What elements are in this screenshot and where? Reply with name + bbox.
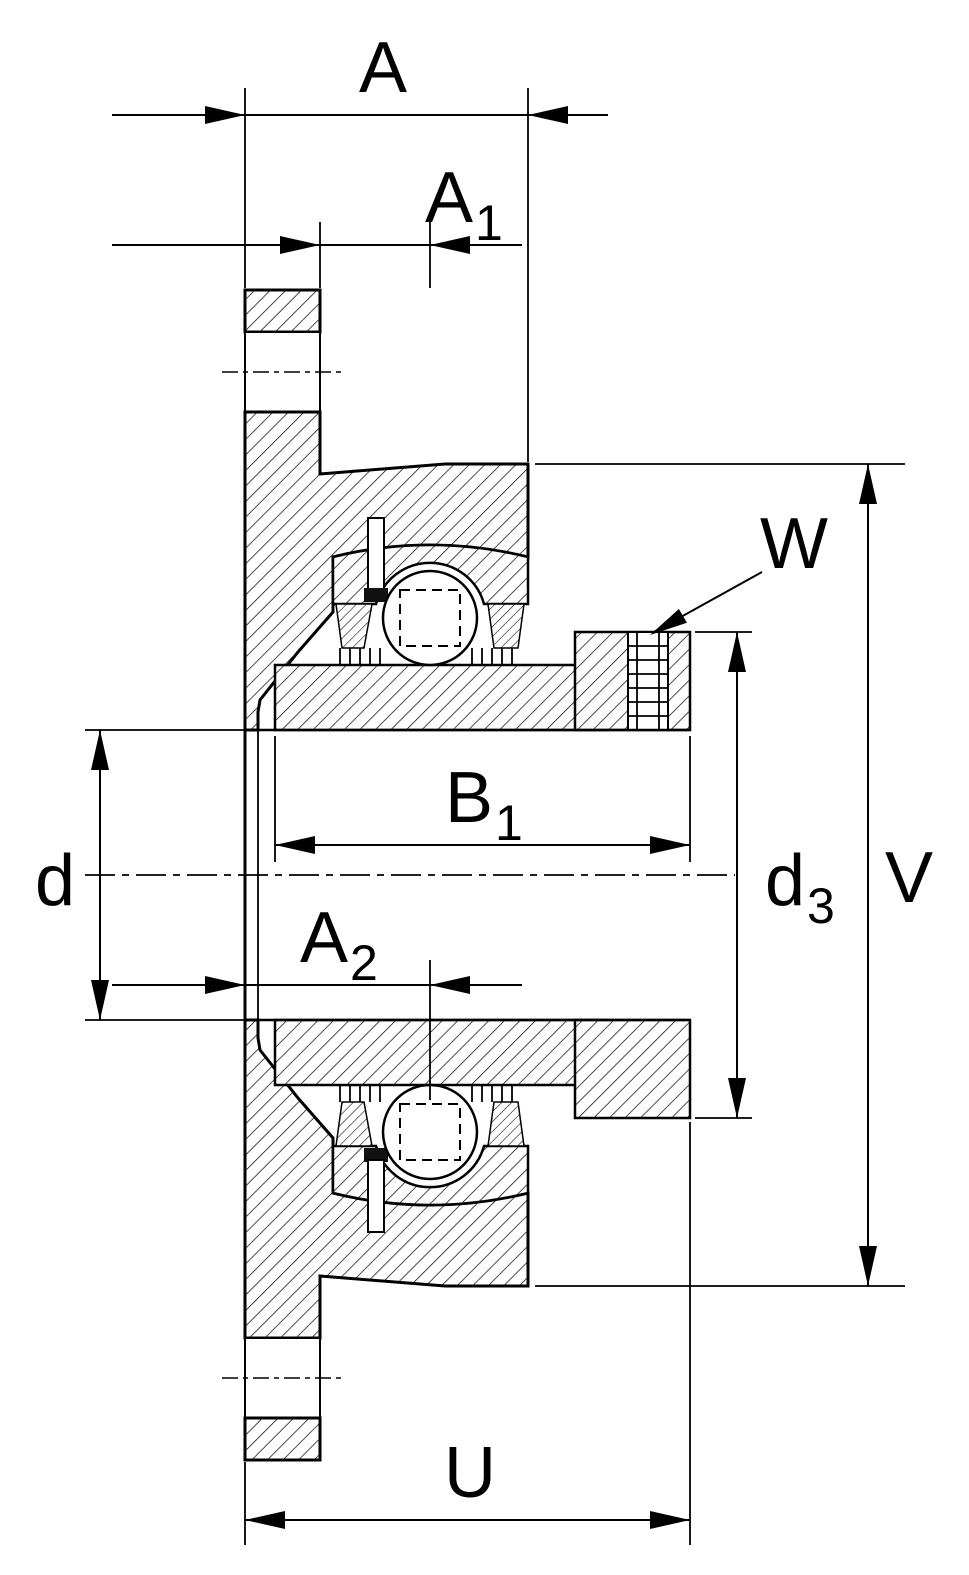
dimension-labels: A A1 A2 B1 d d3 V W U (35, 28, 933, 1513)
label-A2: A2 (300, 898, 378, 991)
arrowheads (91, 106, 877, 1529)
inner-ring-bottom (273, 1018, 607, 1087)
locating-pin (364, 517, 388, 1233)
label-U: U (444, 1433, 496, 1513)
inner-ring-top (273, 663, 607, 732)
pin-slot-top (367, 517, 385, 591)
arrow-d3-top (728, 632, 746, 672)
ball-top (381, 569, 479, 667)
label-A1: A1 (425, 158, 503, 251)
screw-threads (628, 645, 668, 717)
arrow-a1-left (280, 236, 320, 254)
arrow-a-right (528, 106, 568, 124)
arrow-d-top (91, 730, 109, 770)
arrow-d3-bottom (728, 1078, 746, 1118)
label-d: d (35, 841, 75, 921)
arrow-u-right (650, 1511, 690, 1529)
arrow-a1-right (430, 236, 470, 254)
seals (335, 603, 525, 1147)
seal-bottom-left (335, 1101, 373, 1147)
arrow-a2-left (205, 976, 245, 994)
label-d3: d3 (765, 841, 835, 934)
arrow-u-left (245, 1511, 285, 1529)
flange-bottom-section (243, 1416, 322, 1462)
arrow-d-bottom (91, 980, 109, 1020)
pin-bottom (364, 1148, 388, 1162)
ball-top-detail-box (399, 589, 461, 647)
label-V: V (885, 838, 933, 918)
flinger-comb-top-left (339, 648, 381, 665)
pin-top (364, 588, 388, 602)
label-W: W (760, 504, 828, 584)
arrow-v-top (859, 464, 877, 504)
seal-bottom-right (487, 1101, 525, 1147)
arrow-a-left (205, 106, 245, 124)
seal-top-right (487, 603, 525, 649)
arrow-v-bottom (859, 1246, 877, 1286)
flinger-comb-bottom-right (471, 1085, 513, 1102)
label-B1: B1 (445, 758, 523, 851)
label-A: A (359, 28, 407, 108)
arrow-w-leader (650, 609, 687, 635)
arrow-a2-right (430, 976, 470, 994)
centerlines (85, 371, 735, 1379)
flinger-comb-bottom-left (339, 1085, 381, 1102)
shaft-bore (250, 728, 690, 1022)
ball-bottom-detail-box (399, 1103, 461, 1161)
flinger-comb-top-right (471, 648, 513, 665)
locking-collar-bottom (573, 1018, 692, 1120)
pin-slot-bottom (367, 1159, 385, 1233)
flange-top-section (243, 288, 322, 334)
grub-screw (627, 631, 669, 731)
seal-top-left (335, 603, 373, 649)
arrow-b1-right (650, 836, 690, 854)
extension-lines (85, 88, 905, 1545)
arrow-b1-left (275, 836, 315, 854)
